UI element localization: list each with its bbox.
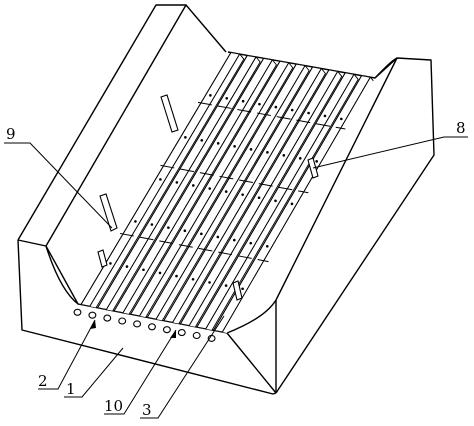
slat-hole	[258, 102, 261, 106]
reference-labels: 9 8 2 1 10 3	[6, 119, 466, 419]
slat-hole	[175, 274, 178, 278]
plate-upper-left	[160, 94, 179, 133]
slat-hole	[134, 220, 137, 223]
slat-hole	[125, 265, 129, 268]
slat-hole	[209, 94, 212, 97]
label-2: 2	[38, 372, 48, 390]
pin	[133, 320, 142, 328]
trough-right-wall-slope	[226, 299, 277, 334]
slat-hole	[200, 139, 204, 142]
pin	[73, 308, 82, 316]
arrowhead-10	[170, 330, 176, 338]
slat-hole	[241, 193, 244, 196]
leader-3	[140, 315, 225, 419]
slat-hole	[282, 154, 286, 157]
crossbar	[197, 101, 346, 130]
trough-right-wall-inner	[374, 57, 398, 79]
slat-hole	[290, 202, 294, 206]
slat-hole	[208, 187, 212, 190]
pin-row	[73, 308, 216, 342]
slat-hole	[257, 196, 261, 200]
slat-hole	[150, 223, 154, 226]
slat-hole	[175, 181, 179, 184]
slat-hole	[307, 111, 310, 115]
slat-hole	[241, 287, 244, 291]
slat-hole	[208, 281, 211, 284]
slat-hole	[241, 99, 245, 103]
pin	[192, 331, 201, 340]
bracket-lower-right	[232, 280, 243, 301]
slat-hole	[265, 244, 269, 248]
pin	[148, 323, 156, 331]
label-1: 1	[66, 380, 76, 398]
slat-hole	[216, 142, 220, 145]
pin	[88, 311, 97, 319]
pin	[118, 317, 127, 325]
trough-right-wall-top	[275, 57, 398, 301]
label-3: 3	[142, 401, 152, 419]
slat-hole	[159, 178, 162, 181]
pin	[162, 326, 171, 334]
crossbar-group	[119, 101, 346, 263]
slat-hole	[298, 157, 302, 160]
slat-hole	[249, 148, 253, 151]
leader-lines	[4, 136, 468, 419]
slat-hole	[191, 277, 195, 281]
leader-arrowheads	[90, 320, 176, 338]
leader-8	[312, 136, 468, 169]
slat-grid	[79, 52, 375, 333]
slat-hole	[224, 284, 228, 287]
plate-9	[99, 193, 118, 232]
slat-hole	[184, 136, 187, 139]
slat-hole	[158, 271, 162, 275]
slat-hole	[249, 241, 253, 245]
slat-hole	[274, 105, 278, 109]
slat-hole	[233, 238, 236, 242]
trough-outline	[17, 4, 435, 395]
trough-left-wall-slope	[45, 245, 79, 305]
slat-hole	[224, 190, 228, 193]
slat-hole	[274, 199, 277, 203]
slat-hole	[216, 235, 220, 239]
leader-1	[64, 347, 124, 398]
slat-hole	[233, 145, 236, 148]
label-9: 9	[6, 125, 16, 143]
slat-hole	[109, 262, 112, 265]
slat-hole	[225, 96, 229, 100]
crossbar	[119, 232, 269, 263]
slat-hole	[266, 151, 269, 154]
trough-body	[17, 4, 435, 395]
slat-hole	[183, 229, 187, 233]
pin	[177, 329, 186, 337]
slat-hole	[200, 232, 203, 236]
bracket-lower-left	[97, 249, 108, 268]
slat-hole	[315, 160, 318, 163]
slat-hole	[323, 114, 327, 118]
leader-2	[38, 319, 96, 390]
slat-hole	[290, 108, 294, 112]
trough-left-wall-inner	[45, 4, 187, 247]
arrowhead-2	[90, 320, 96, 329]
label-8: 8	[456, 119, 466, 137]
crossbar	[160, 164, 309, 194]
slat-hole	[340, 117, 343, 121]
label-10: 10	[104, 397, 123, 415]
leader-10	[104, 329, 177, 415]
pin	[103, 314, 112, 322]
slat-hole	[142, 268, 145, 272]
slat-hole	[167, 226, 170, 229]
leader-9	[4, 142, 113, 229]
slat-hole	[191, 184, 195, 187]
